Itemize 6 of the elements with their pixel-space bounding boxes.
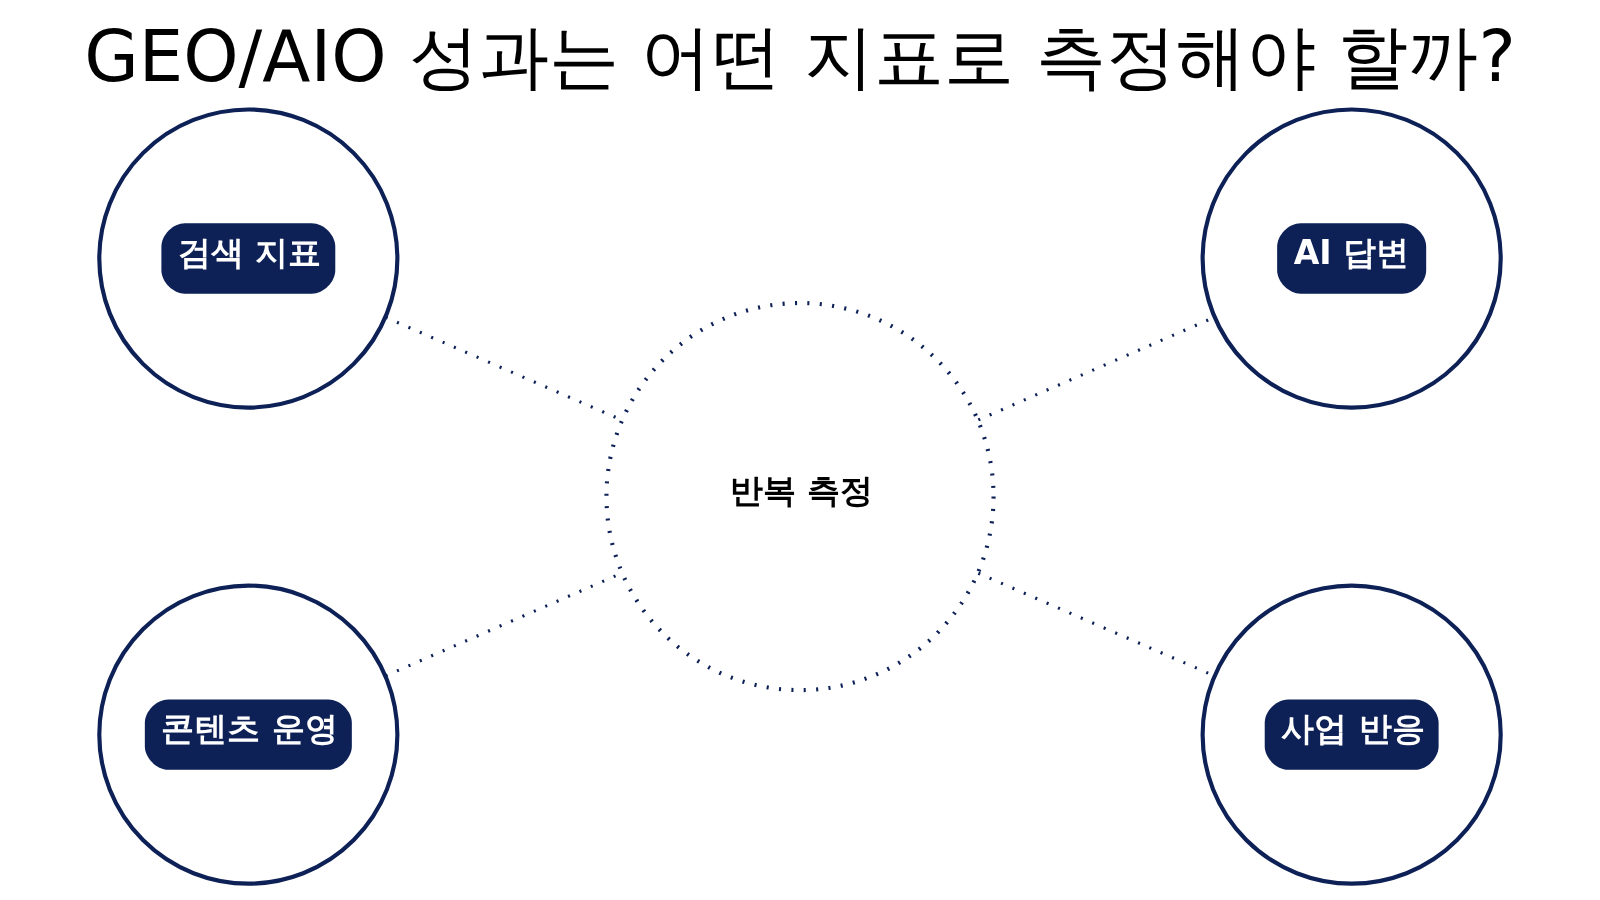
node-circle: 검색 지표 <box>97 107 400 410</box>
diagram-title: GEO/AIO 성과는 어떤 지표로 측정해야 할까? <box>84 15 1516 98</box>
node-circle: 사업 반응 <box>1200 583 1503 886</box>
node-circle: 반복 측정 <box>604 300 996 693</box>
node-circle: AI 답변 <box>1200 107 1503 410</box>
node-circle: 콘텐츠 운영 <box>97 583 400 886</box>
